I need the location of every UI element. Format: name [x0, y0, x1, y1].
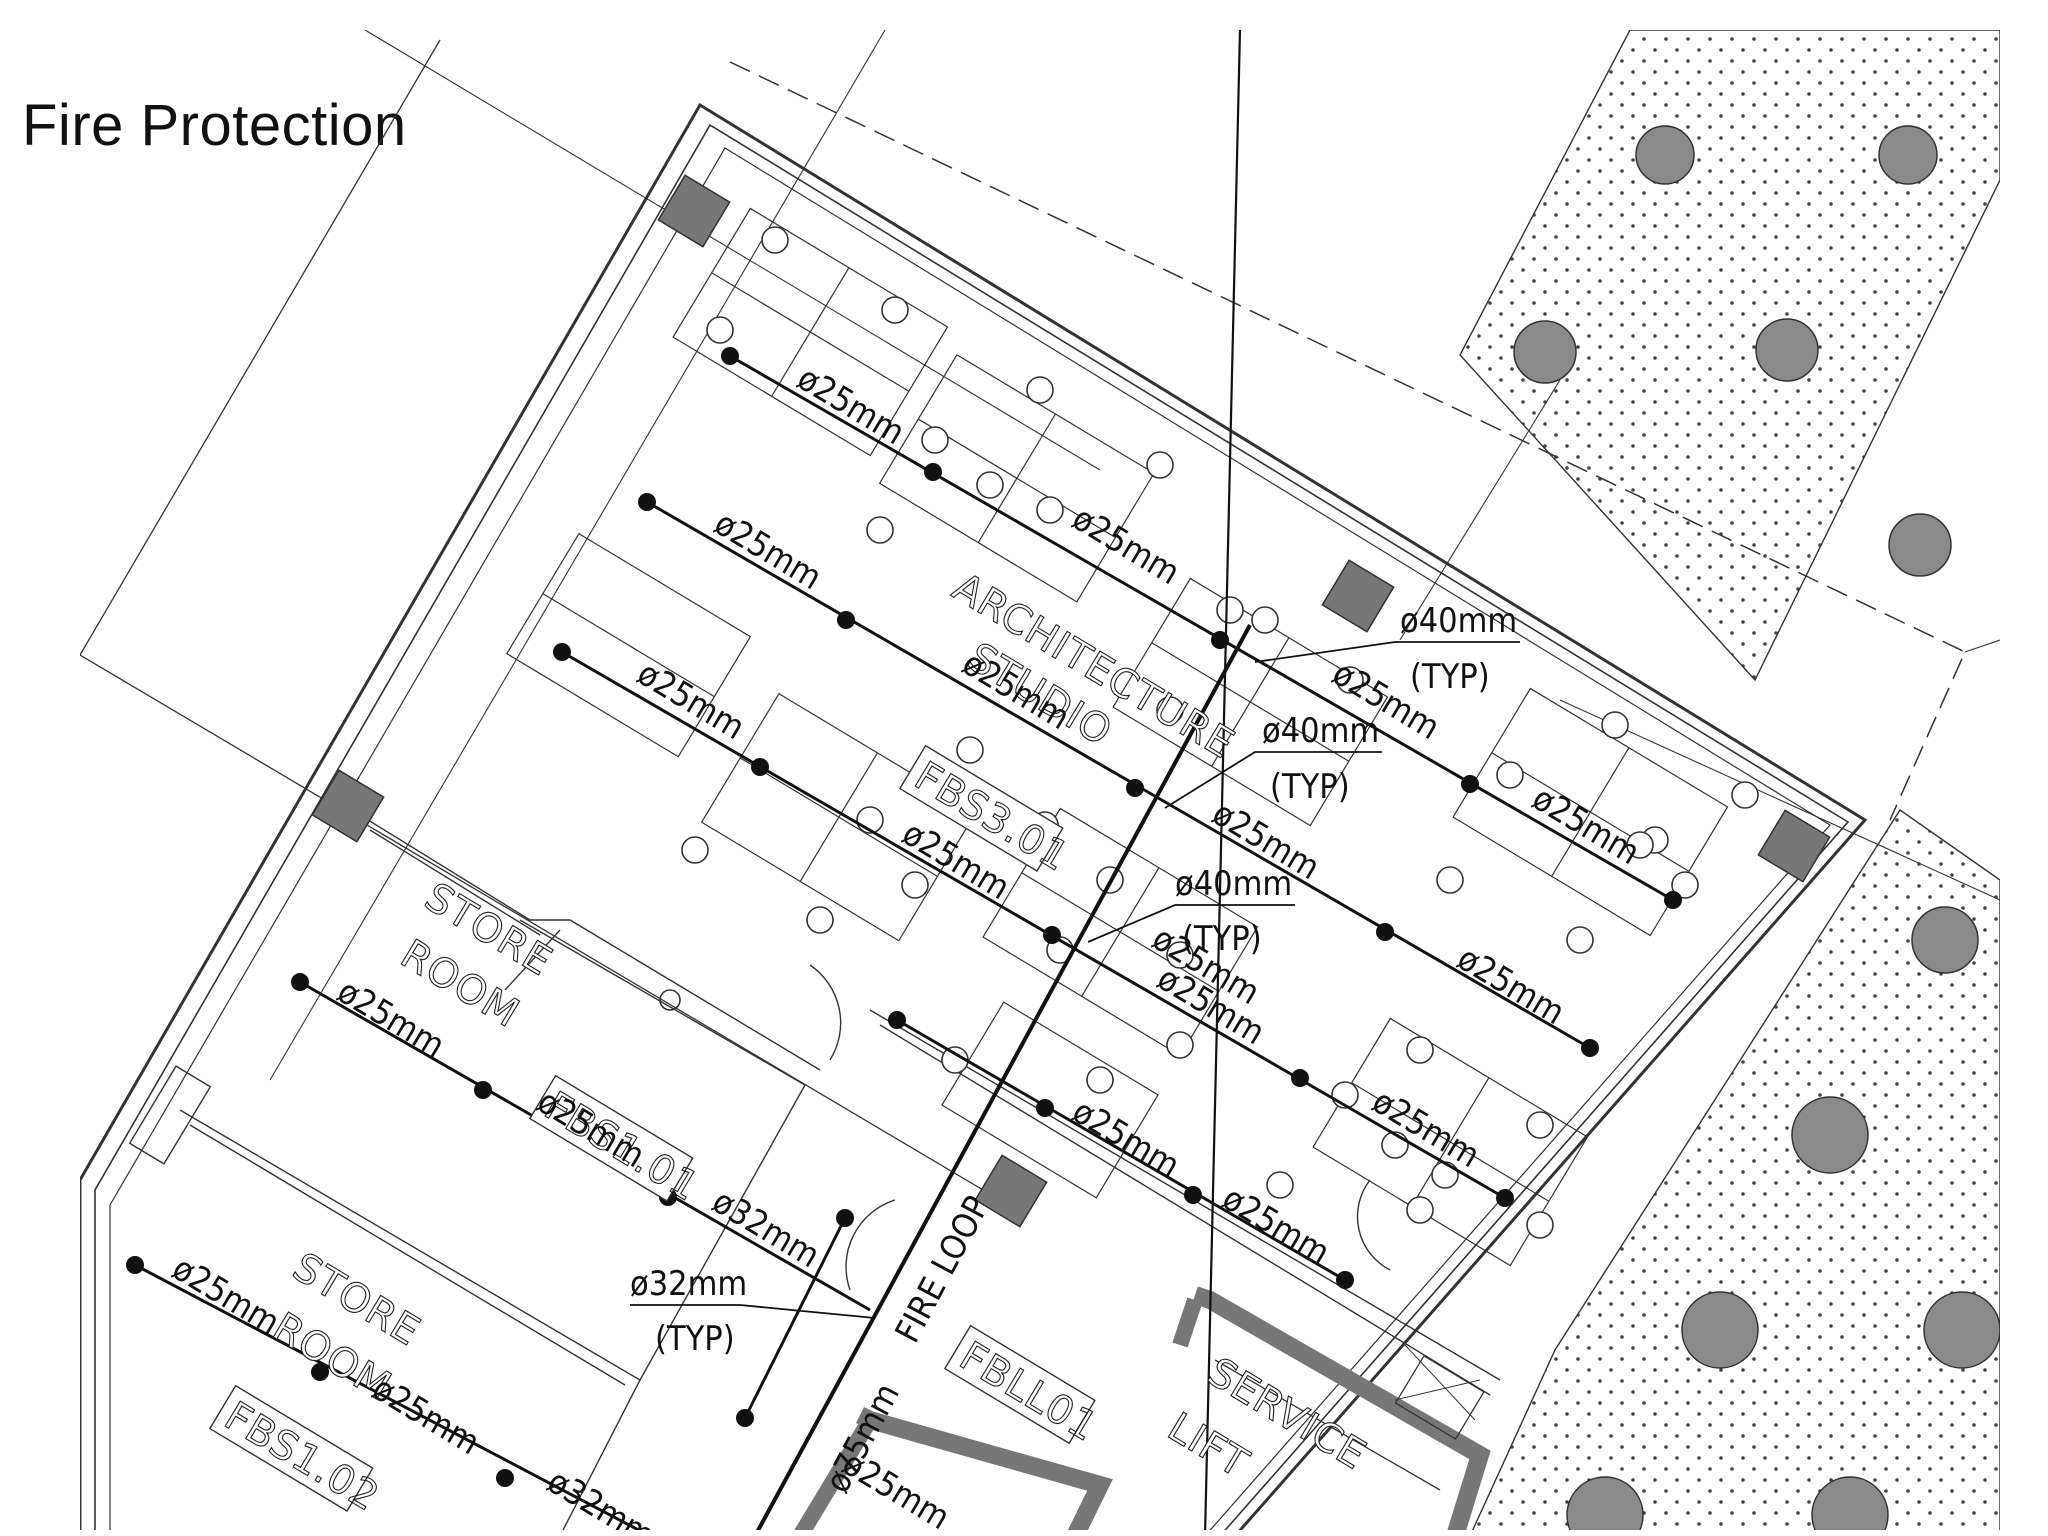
pipe-label: ø32mm: [705, 1181, 826, 1276]
pipe-label: ø25mm: [165, 1248, 286, 1343]
structural-columns: [311, 174, 1831, 1228]
landscape-zone-right: [1471, 809, 2000, 1530]
callout-leaders: [630, 641, 1520, 1319]
pipe-label: ø25mm: [790, 358, 911, 453]
landscape-trees: [1513, 125, 2000, 1530]
room-code-fbll01: FBLL01: [952, 1333, 1106, 1451]
callout-2-note: (TYP): [1270, 767, 1350, 807]
building-outline: [80, 30, 2000, 1530]
callout-4-size: ø32mm: [630, 1264, 747, 1304]
callout-3-note: (TYP): [1182, 919, 1262, 959]
pipe-label: ø25mm: [707, 503, 828, 598]
callout-4-note: (TYP): [655, 1319, 735, 1359]
pipe-label: ø25mm: [1450, 938, 1571, 1033]
callout-1-note: (TYP): [1410, 657, 1490, 697]
pipe-label: ø32mm: [540, 1461, 661, 1536]
landscape-zone-top: [1459, 30, 2000, 682]
pipe-label: ø25mm: [1065, 498, 1186, 593]
slide-title: Fire Protection: [22, 93, 407, 158]
callout-2-size: ø40mm: [1262, 711, 1379, 751]
desk-chairs: [659, 226, 1759, 1239]
reference-line: [1204, 30, 1242, 1530]
pipe-label: ø25mm: [365, 1368, 486, 1463]
pipe-size-labels: ø25mm ø25mm ø25mm ø25mm ø25mm ø25mm ø25m…: [165, 358, 1646, 1536]
callout-texts: ø40mm (TYP) ø40mm (TYP) ø40mm (TYP) ø32m…: [630, 601, 1517, 1359]
pipe-label: ø25mm: [1065, 1091, 1186, 1186]
room-code-fbs102: FBS1.02: [217, 1393, 387, 1521]
fire-loop-label: FIRE LOOP: [888, 1190, 998, 1349]
callout-3-size: ø40mm: [1175, 864, 1292, 904]
service-lift-core: [794, 1286, 1491, 1530]
callout-1-size: ø40mm: [1400, 601, 1517, 641]
